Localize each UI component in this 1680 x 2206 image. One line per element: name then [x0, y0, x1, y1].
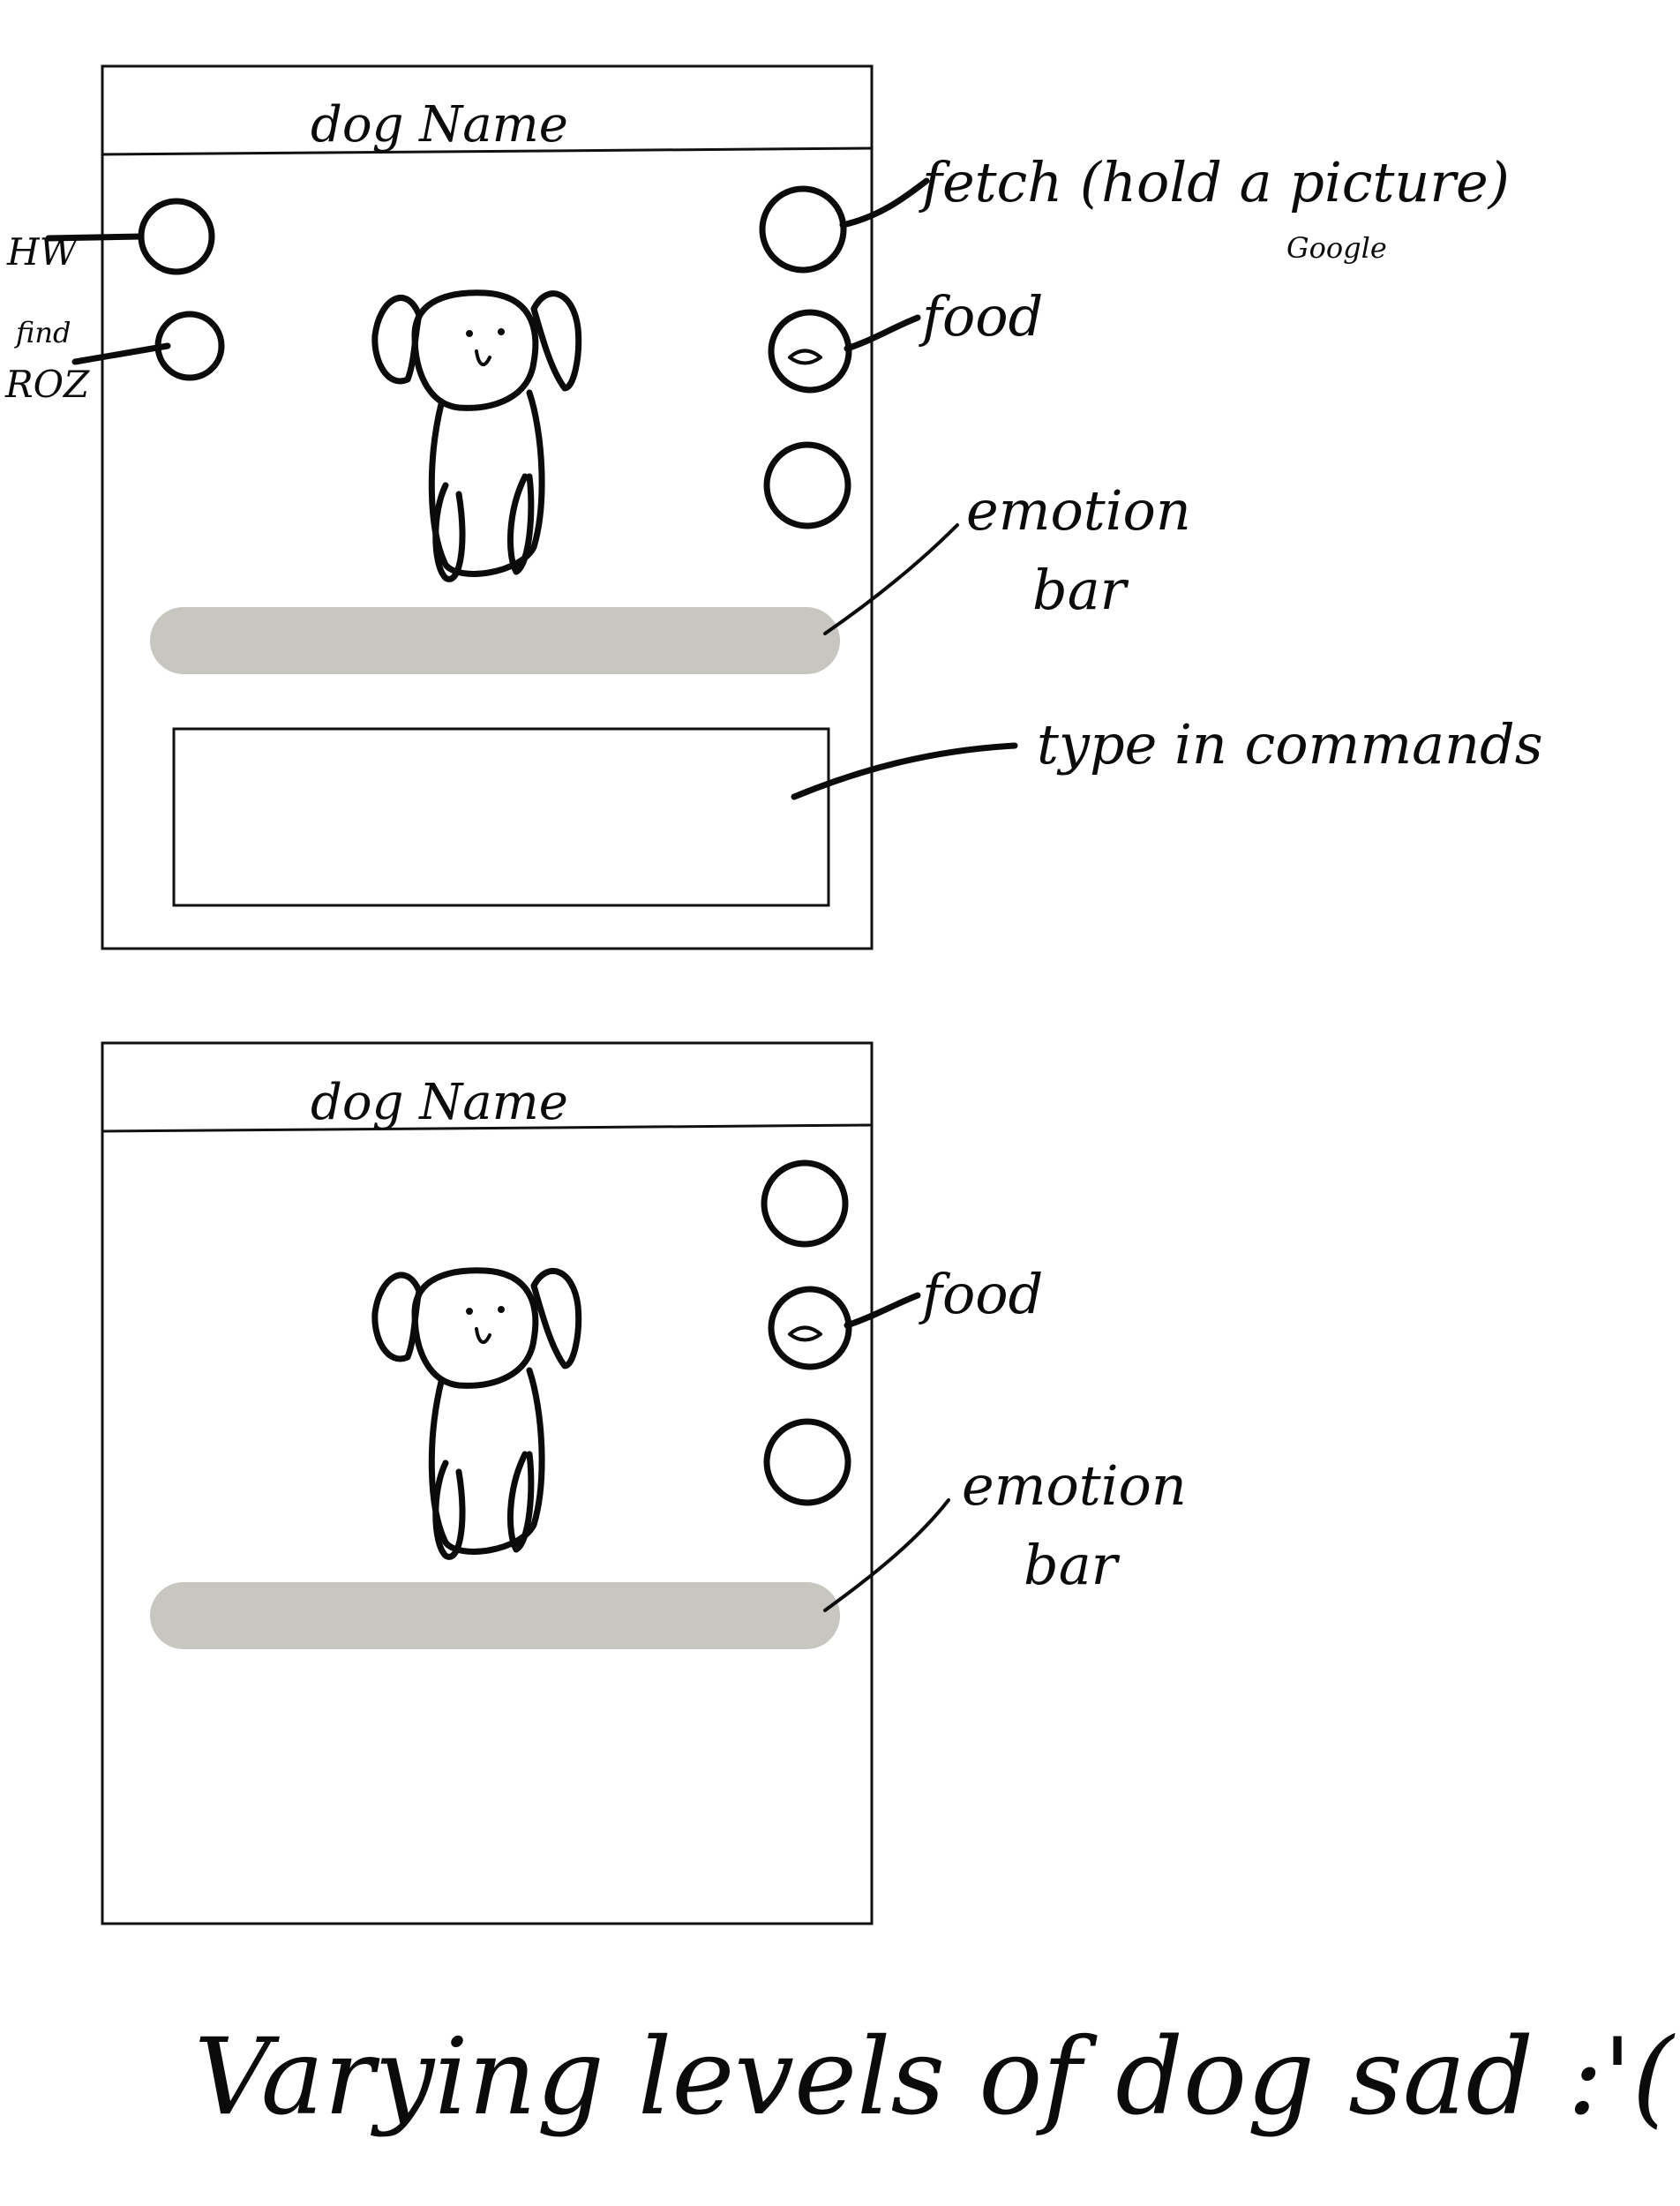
dog-illustration-2	[371, 1267, 582, 1560]
dog-right-leg-2	[507, 1451, 535, 1553]
dog-name-title-2: dog Name	[311, 1074, 568, 1131]
fetch-button-2[interactable]	[761, 1159, 849, 1248]
dog-left-leg	[432, 482, 466, 582]
dog-illustration	[371, 289, 582, 582]
google-label: Google	[1286, 231, 1387, 265]
hw-label: HW	[6, 230, 81, 274]
dog-head	[411, 289, 539, 411]
dog-left-eye-2	[466, 1308, 473, 1315]
extra-button[interactable]	[763, 441, 851, 529]
screen-1: dog Name	[101, 64, 874, 950]
food-label: food	[919, 284, 1043, 349]
fetch-button[interactable]	[759, 185, 847, 274]
food-leader-line	[844, 314, 921, 352]
find-label: find	[14, 316, 71, 349]
fetch-leader-line	[839, 177, 930, 229]
bar-label-2: bar	[1024, 1533, 1121, 1597]
bar-label: bar	[1032, 558, 1129, 622]
emotion-label-2: emotion	[962, 1453, 1187, 1518]
dog-right-eye	[498, 328, 505, 335]
dog-head-2	[411, 1267, 539, 1389]
screen-2-annotations: food emotion bar	[823, 1262, 1187, 1612]
command-label: type in commands	[1037, 712, 1543, 777]
emotion-leader-line-2	[823, 1498, 950, 1612]
dog-left-leg-2	[432, 1459, 466, 1560]
food-icon-2	[788, 1325, 822, 1342]
emotion-bar-2	[150, 1582, 840, 1649]
dog-smile	[475, 349, 491, 367]
header-divider	[101, 146, 873, 156]
caption-text: Varying levels of dog sad :'(	[194, 2016, 1676, 2139]
dog-right-ear-2	[530, 1268, 582, 1369]
hw-leader-line	[45, 233, 145, 242]
phone-frame-2	[101, 1041, 874, 1925]
extra-button-2[interactable]	[763, 1418, 851, 1506]
command-input[interactable]	[172, 727, 830, 907]
roz-label: ROZ	[4, 363, 90, 406]
fetch-label: fetch (hold a picture)	[919, 150, 1510, 214]
emotion-leader-line	[823, 523, 959, 635]
dog-right-ear	[530, 290, 582, 392]
find-roz-leader-line	[71, 342, 171, 365]
food-leader-line-2	[844, 1292, 921, 1329]
command-leader-line	[791, 742, 1018, 800]
screen-1-annotations: HW find ROZ fetch (hold a picture) Googl…	[4, 150, 1543, 800]
dog-left-eye	[466, 330, 473, 337]
emotion-label: emotion	[966, 478, 1191, 543]
dog-right-eye-2	[498, 1306, 505, 1313]
dog-name-title: dog Name	[311, 96, 568, 154]
emotion-bar	[150, 607, 840, 674]
header-divider-2	[101, 1123, 873, 1133]
food-label-2: food	[919, 1262, 1043, 1326]
dog-smile-2	[475, 1327, 491, 1345]
dog-body	[428, 389, 545, 577]
screen-2: dog Name	[101, 1041, 874, 1925]
food-icon	[788, 349, 822, 365]
dog-right-leg	[507, 473, 535, 575]
dog-body-2	[428, 1367, 545, 1555]
